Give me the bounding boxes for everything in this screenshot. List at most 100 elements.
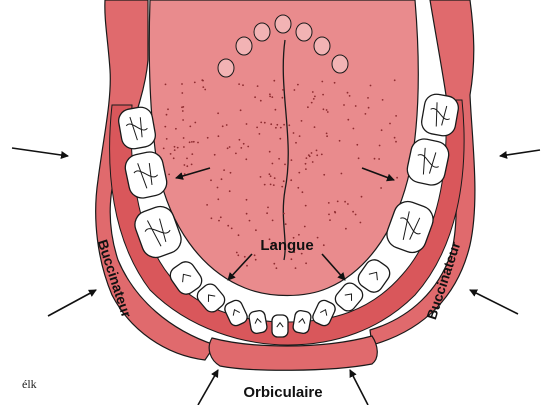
tongue-dot	[249, 220, 251, 222]
tongue-dot	[168, 174, 170, 176]
tongue-dot	[365, 113, 367, 115]
tongue-dot	[302, 191, 304, 193]
tongue-dot	[240, 109, 242, 111]
tongue-dot	[374, 158, 376, 160]
papilla-icon	[236, 37, 252, 55]
tongue-dot	[314, 96, 316, 98]
tongue-dot	[312, 91, 314, 93]
tongue-dot	[311, 152, 313, 154]
tongue-dot	[347, 119, 349, 121]
tongue-dot	[276, 124, 278, 126]
tongue-dot	[273, 184, 275, 186]
tongue-dot	[182, 119, 184, 121]
papilla-icon	[296, 23, 312, 41]
tongue-dot	[294, 89, 296, 91]
tongue-dot	[177, 147, 179, 149]
tongue-dot	[217, 198, 219, 200]
tongue-dot	[202, 86, 204, 88]
tongue-dot	[226, 124, 228, 126]
tongue-dot	[164, 126, 166, 128]
tongue-dot	[291, 258, 293, 260]
tooth	[292, 310, 312, 334]
corner-mark: élk	[22, 377, 37, 391]
tongue-dot	[183, 137, 185, 139]
tongue-dot	[326, 109, 328, 111]
tongue-dot	[298, 172, 300, 174]
tongue-dot	[273, 80, 275, 82]
tongue-dot	[181, 92, 183, 94]
papilla-icon	[314, 37, 330, 55]
tongue-dot	[314, 126, 316, 128]
tongue-dot	[238, 83, 240, 85]
tongue-dot	[240, 147, 242, 149]
tongue-dot	[313, 98, 315, 100]
tongue-dot	[282, 97, 284, 99]
tongue-dot	[311, 102, 313, 104]
tongue-dot	[323, 108, 325, 110]
arrow-icon	[48, 290, 96, 316]
arrow-icon	[500, 150, 540, 156]
tongue-dot	[394, 137, 396, 139]
tongue-dot	[214, 154, 216, 156]
tongue-dot	[239, 139, 241, 141]
tongue-dot	[237, 254, 239, 256]
tongue-dot	[165, 84, 167, 86]
tongue-dot	[269, 96, 271, 98]
tooth	[272, 315, 288, 337]
tongue-dot	[191, 164, 193, 166]
tongue-dot	[236, 252, 238, 254]
tongue-dot	[334, 82, 336, 84]
tongue-dot	[218, 220, 220, 222]
tongue-dot	[269, 151, 271, 153]
tongue-dot	[243, 143, 245, 145]
tongue-dot	[254, 96, 256, 98]
tongue-dot	[305, 205, 307, 207]
tongue-dot	[326, 135, 328, 137]
tongue-dot	[316, 150, 318, 152]
tongue-dot	[299, 135, 301, 137]
tongue-dot	[270, 184, 272, 186]
tongue-label: Langue	[260, 237, 313, 254]
tongue-dot	[322, 94, 324, 96]
tongue-dot	[247, 146, 249, 148]
tongue-dot	[273, 263, 275, 265]
tongue-dot	[260, 122, 262, 124]
tongue-dot	[163, 148, 165, 150]
tongue-dot	[175, 128, 177, 130]
tongue-dot	[361, 196, 363, 198]
tongue-dot	[231, 228, 233, 230]
tongue-dot	[246, 123, 248, 125]
tongue-dot	[246, 265, 248, 267]
tongue-dot	[356, 144, 358, 146]
tongue-dot	[283, 124, 285, 126]
papilla-icon	[254, 23, 270, 41]
tooth	[248, 310, 268, 334]
tongue-dot	[182, 110, 184, 112]
tongue-dot	[255, 229, 257, 231]
tongue-dot	[347, 203, 349, 205]
tongue-dot	[295, 142, 297, 144]
tongue-dot	[204, 89, 206, 91]
tongue-dot	[379, 145, 381, 147]
tongue-dot	[220, 216, 222, 218]
tongue-dot	[317, 237, 319, 239]
tongue-dot	[321, 154, 323, 156]
tongue-dot	[358, 157, 360, 159]
tongue-dot	[210, 179, 212, 181]
tongue-dot	[284, 164, 286, 166]
tongue-dot	[238, 234, 240, 236]
tongue-dot	[270, 123, 272, 125]
tongue-dot	[206, 204, 208, 206]
tongue-dot	[244, 256, 246, 258]
tongue-dot	[395, 141, 397, 143]
tongue-dot	[326, 133, 328, 135]
tongue-dot	[355, 105, 357, 107]
tongue-dot	[282, 89, 284, 91]
tongue-dot	[166, 138, 168, 140]
tongue-dot	[312, 161, 314, 163]
tongue-dot	[186, 158, 188, 160]
tongue-dot	[305, 163, 307, 165]
tongue-dot	[283, 180, 285, 182]
tongue-dot	[242, 84, 244, 86]
